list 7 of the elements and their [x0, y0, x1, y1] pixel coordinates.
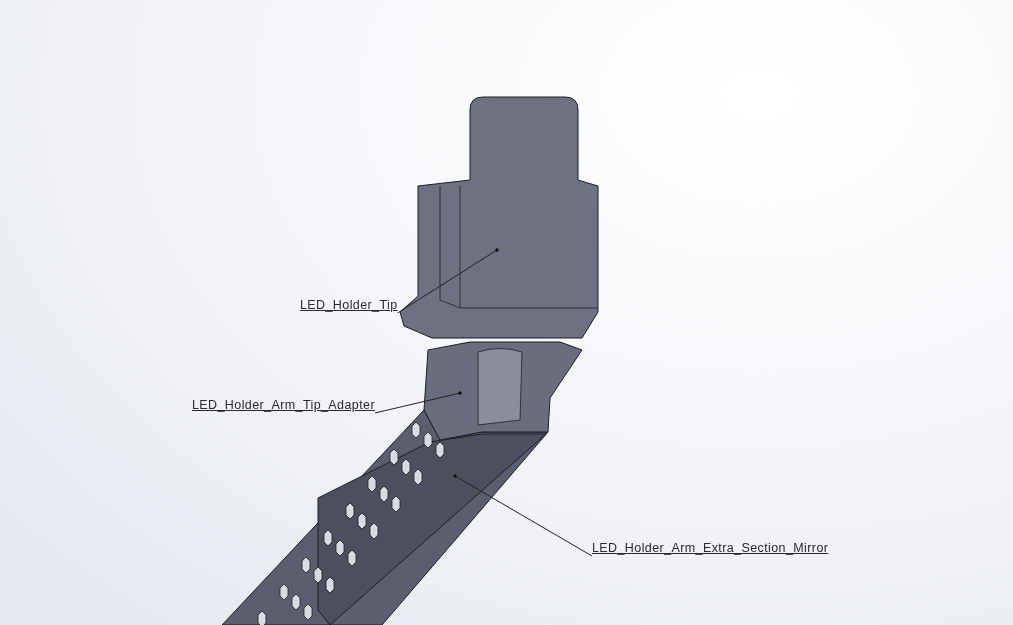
part-label: LED_Holder_Tip: [300, 298, 398, 313]
part-label: LED_Holder_Arm_Tip_Adapter: [192, 398, 375, 413]
leader-line: [453, 474, 593, 557]
leader-line: [374, 391, 462, 414]
part-drawing: [423, 341, 583, 441]
part-drawing: [399, 96, 599, 339]
part-label: LED_Holder_Arm_Extra_Section_Mirror: [592, 541, 829, 556]
